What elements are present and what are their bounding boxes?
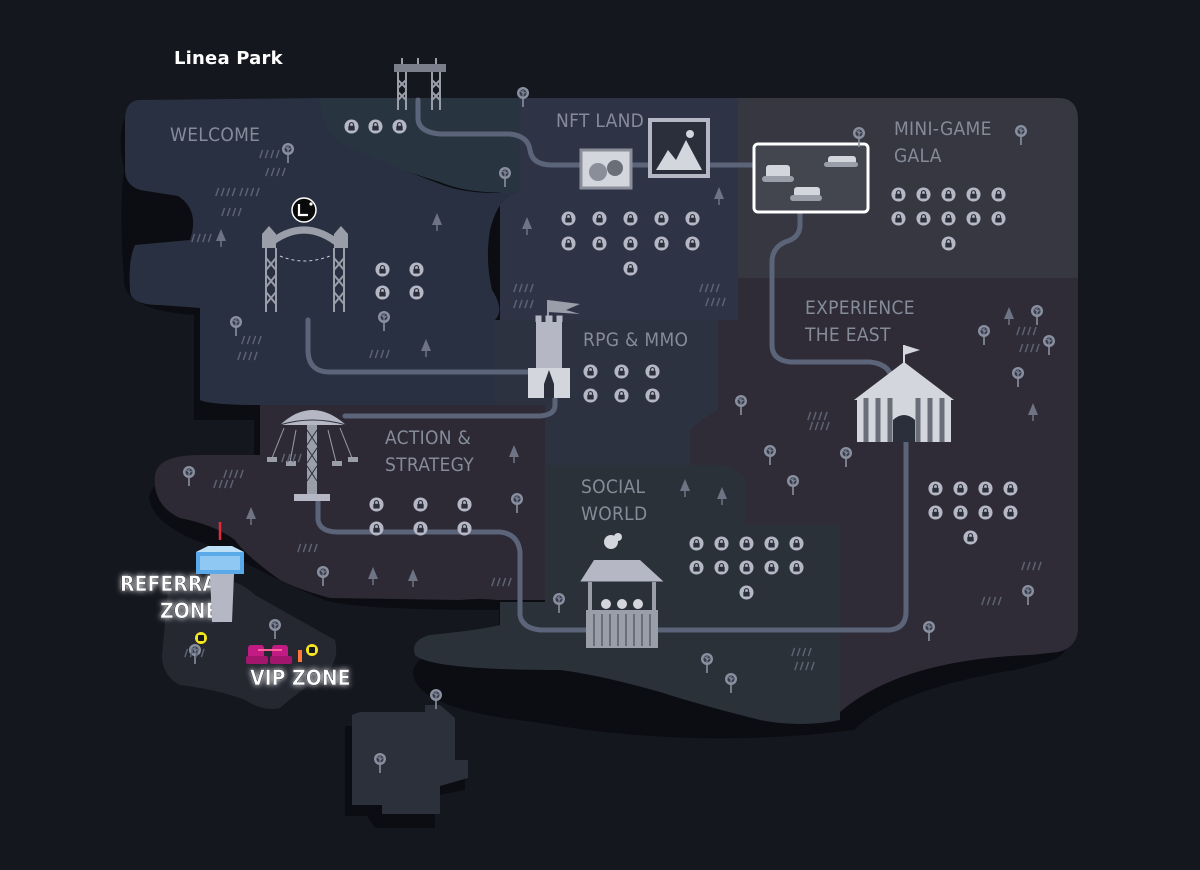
label-vip-zone: VIP ZONE [250,666,351,690]
zone-entrance-strip [320,98,520,193]
label-rpg-mmo: RPG & MMO [583,329,688,351]
zone-welcome[interactable] [125,98,520,405]
welcome-arch-icon[interactable] [262,197,348,312]
swing-carousel-icon[interactable] [267,410,358,501]
label-action-line2: STRATEGY [385,454,474,476]
nft-frames-icon[interactable] [579,118,710,190]
castle-icon[interactable] [528,300,580,398]
zone-social-world[interactable] [414,465,840,724]
zone-referral[interactable] [162,577,337,710]
label-social-line2: WORLD [581,503,647,525]
label-welcome: WELCOME [170,124,260,146]
label-east-line2: THE EAST [804,324,891,346]
linea-logo-icon [291,197,317,223]
park-paths [305,97,909,633]
entrance-gate-icon[interactable] [394,58,446,110]
label-mini-game-line1: MINI-GAME [894,118,992,140]
label-mini-game-line2: GALA [894,145,942,167]
label-referral-line2: ZONE [160,599,218,623]
locks-entrance[interactable] [344,119,407,134]
label-nft-land: NFT LAND [556,110,644,132]
zone-action-strategy[interactable] [154,405,545,600]
circus-tent-icon[interactable] [854,345,954,442]
market-stall-icon[interactable] [580,533,664,648]
referral-tower-icon[interactable] [195,522,244,644]
island-bottom [345,705,468,828]
label-east-line1: EXPERIENCE [805,297,915,319]
map-title: Linea Park [174,48,283,69]
zone-experience-the-east[interactable] [680,270,1078,723]
label-social-line1: SOCIAL [581,476,645,498]
label-action-line1: ACTION & [385,427,471,449]
bumper-cars-icon[interactable] [752,142,870,214]
vip-seats-icon[interactable] [246,644,318,664]
